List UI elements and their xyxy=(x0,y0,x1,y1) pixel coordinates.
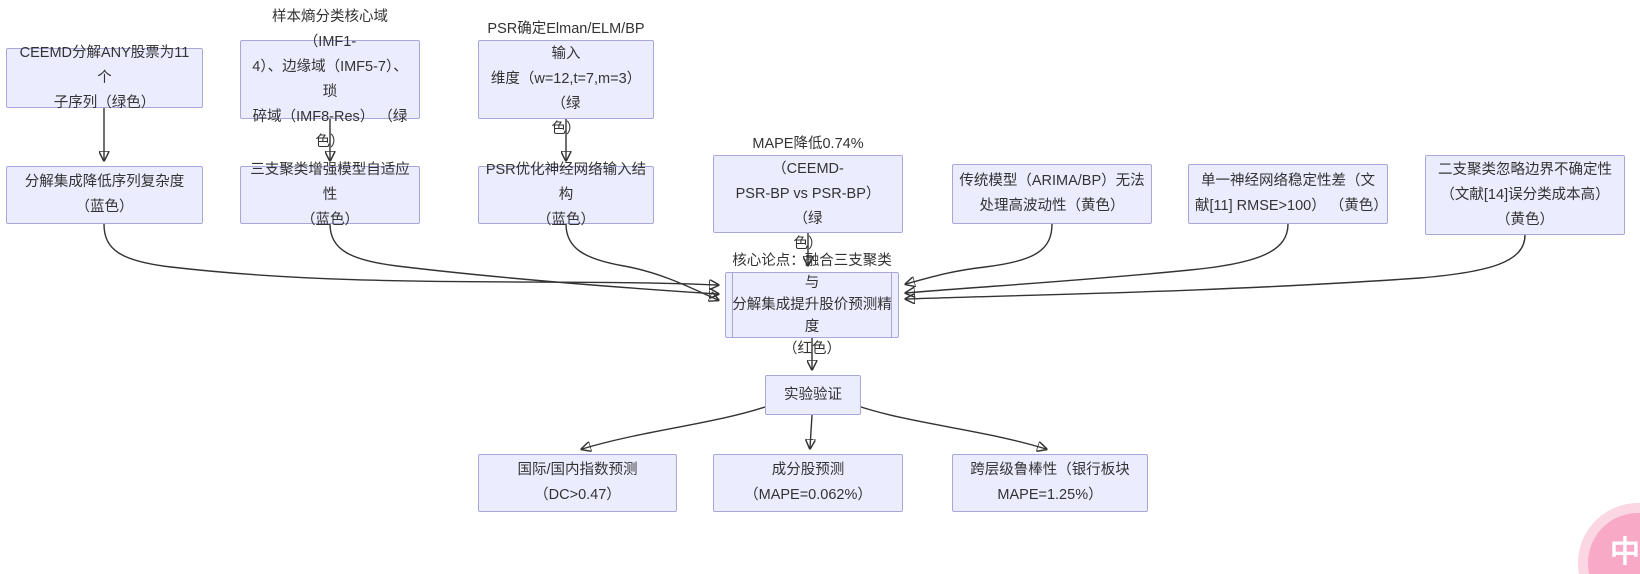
node-psr-opt: PSR优化神经网络输入结构 （蓝色） xyxy=(478,162,654,228)
edge-experiment-to-stock xyxy=(810,414,812,448)
node-index-pred: 国际/国内指数预测 （DC>0.47） xyxy=(478,454,677,512)
node-decomp: 分解集成降低序列复杂度 （蓝色） xyxy=(6,166,203,224)
translate-button[interactable]: 中A xyxy=(1588,513,1640,574)
node-mape: MAPE降低0.74%（CEEMD- PSR-BP vs PSR-BP） （绿 … xyxy=(713,136,903,252)
edge-threeway-to-core xyxy=(329,223,718,294)
node-entropy: 样本熵分类核心域（IMF1- 4）、边缘域（IMF5-7）、琐 碎域（IMF8-… xyxy=(240,9,420,150)
edge-twoway-to-core xyxy=(906,234,1526,299)
node-three-way: 三支聚类增强模型自适应性 （蓝色） xyxy=(240,162,420,228)
node-two-way: 二支聚类忽略边界不确定性 （文献[14]误分类成本高） （黄色） xyxy=(1425,155,1625,235)
edge-decomp-to-core xyxy=(103,223,718,285)
node-ceemd: CEEMD分解ANY股票为11个 子序列（绿色） xyxy=(6,45,203,111)
edge-experiment-to-robust xyxy=(857,405,1046,449)
node-robustness: 跨层级鲁棒性（银行板块 MAPE=1.25%） xyxy=(952,454,1148,512)
edge-singlenn-to-core xyxy=(906,223,1289,293)
node-traditional: 传统模型（ARIMA/BP）无法 处理高波动性（黄色） xyxy=(952,164,1152,224)
edge-experiment-to-index xyxy=(582,405,769,449)
node-single-nn: 单一神经网络稳定性差（文 献[11] RMSE>100） （黄色） xyxy=(1188,164,1388,224)
node-core-thesis: 核心论点：融合三支聚类与 分解集成提升股价预测精度 （红色） xyxy=(725,253,899,357)
translate-icon: 中A xyxy=(1610,536,1640,569)
node-experiment: 实验验证 xyxy=(765,375,861,415)
node-psr-dim: PSR确定Elman/ELM/BP输入 维度（w=12,t=7,m=3） （绿 … xyxy=(478,21,654,137)
edge-traditional-to-core xyxy=(906,223,1053,284)
node-stock-pred: 成分股预测 （MAPE=0.062%） xyxy=(713,454,903,512)
edge-psropt-to-core xyxy=(565,223,718,300)
